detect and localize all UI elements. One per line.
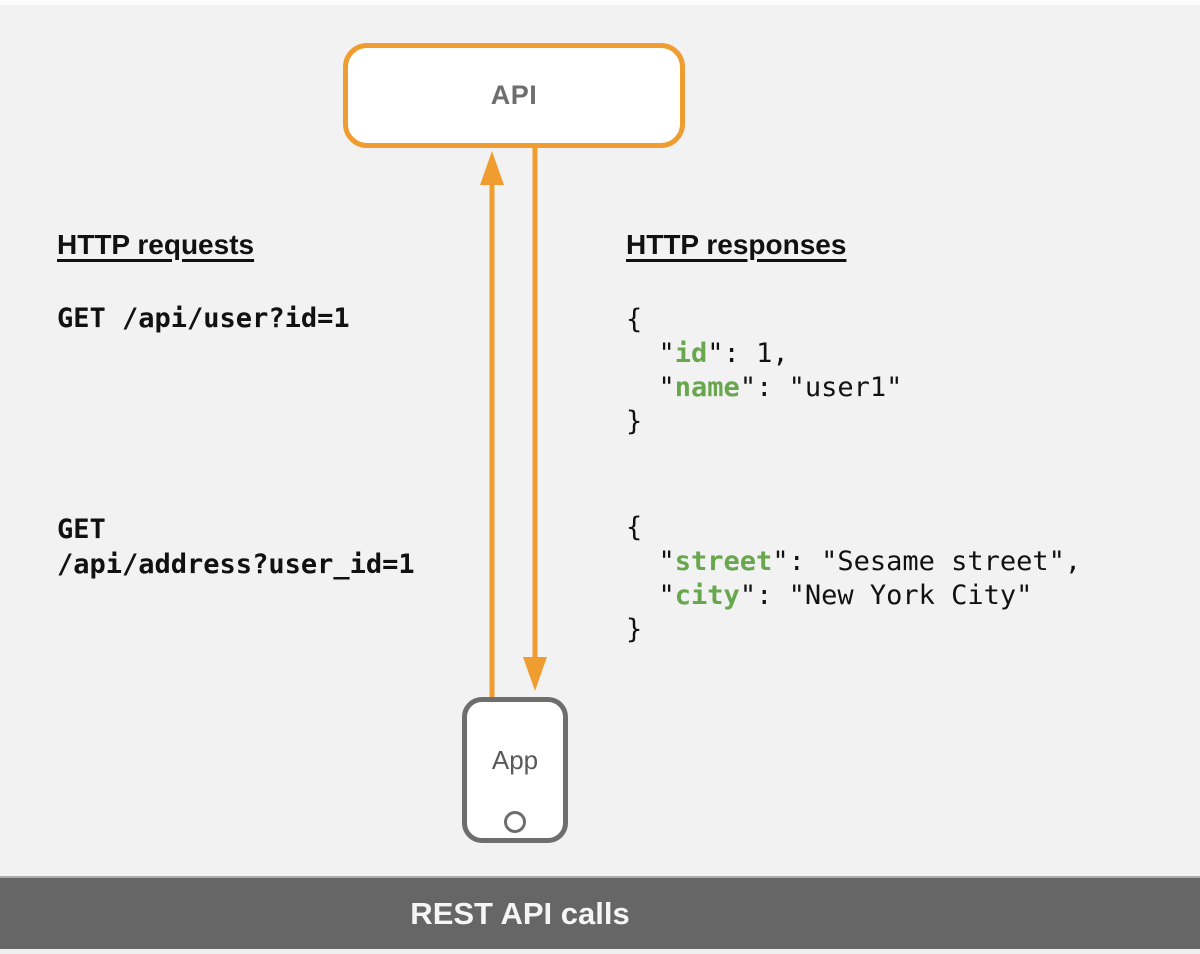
api-node: API [343,43,685,148]
json-text: " [626,338,675,369]
json-text: " [626,546,675,577]
footer-bar: REST API calls [0,876,1200,949]
response-arrowhead-down-icon [523,657,547,691]
bottom-edge-strip [0,949,1200,954]
api-node-label: API [490,80,538,110]
top-edge-strip [0,0,1200,5]
http-response-1-json: { "id": 1, "name": "user1" } [626,303,902,439]
phone-home-button-icon [504,811,526,833]
json-key: id [674,338,708,369]
http-request-2: GET /api/address?user_id=1 [57,514,415,580]
json-text: ": 1, [707,338,789,369]
json-key: city [674,580,740,611]
http-request-1: GET /api/user?id=1 [57,303,350,334]
json-text: ": "user1" [739,372,903,403]
json-key: name [674,372,740,403]
json-key: street [674,546,773,577]
json-text: " [626,580,675,611]
json-text: { [626,304,643,335]
json-text: { [626,512,643,543]
json-text: } [626,614,643,645]
json-text: " [626,372,675,403]
app-node-label: App [491,744,539,775]
app-node: App [462,697,568,843]
json-text: ": "New York City" [739,580,1033,611]
request-arrowhead-up-icon [480,151,504,185]
requests-heading: HTTP requests [57,229,255,260]
json-text: } [626,406,643,437]
diagram-title: REST API calls [410,895,630,931]
responses-heading: HTTP responses [626,229,847,260]
json-text: ": "Sesame street", [772,546,1082,577]
http-response-2-json: { "street": "Sesame street", "city": "Ne… [626,511,1081,647]
